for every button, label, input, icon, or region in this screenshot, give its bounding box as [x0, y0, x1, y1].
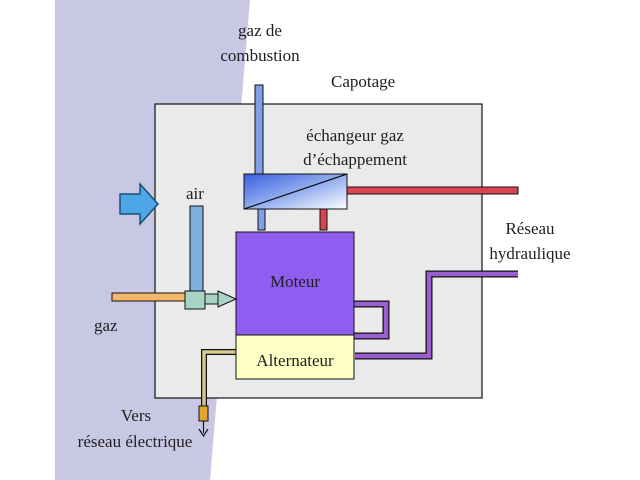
engine-coolant-loop-inner	[353, 301, 389, 339]
reseau-hydraulique-label-line2: hydraulique	[489, 244, 571, 263]
arrow-down-icon	[198, 421, 209, 438]
arrow-right-icon	[119, 182, 160, 226]
exchanger-connector-left	[257, 208, 266, 231]
exhaust-pipe	[254, 84, 264, 175]
gas-air-mixer	[184, 290, 206, 310]
arrow-right-icon	[217, 290, 238, 308]
air-pipe	[189, 205, 204, 293]
echangeur-label-line2: d’échappement	[303, 150, 407, 169]
electric-cable-inner	[202, 350, 237, 408]
vers-reseau-label-line1: Vers	[120, 406, 152, 425]
moteur-label: Moteur	[269, 272, 321, 291]
capotage-label: Capotage	[331, 72, 396, 91]
gas-pipe	[111, 292, 188, 302]
hot-water-pipe	[346, 186, 519, 195]
gaz-combustion-label-line2: combustion	[220, 46, 300, 65]
exchanger-diagonal	[243, 173, 348, 210]
gaz-label: gaz	[94, 316, 118, 335]
gaz-combustion-label-line1: gaz de	[238, 21, 282, 40]
exchanger-connector-right	[319, 208, 328, 231]
vers-reseau-label-line2: réseau électrique	[77, 432, 193, 451]
electric-output-plug	[198, 405, 209, 422]
alternateur-label: Alternateur	[256, 351, 334, 370]
reseau-hydraulique-label-line1: Réseau	[505, 219, 555, 238]
alternateur-block	[235, 334, 355, 380]
air-label: air	[186, 184, 204, 203]
cold-water-return-pipe-inner	[355, 271, 518, 359]
echangeur-label-line1: échangeur gaz	[306, 126, 404, 145]
mixer-connector	[204, 293, 219, 305]
